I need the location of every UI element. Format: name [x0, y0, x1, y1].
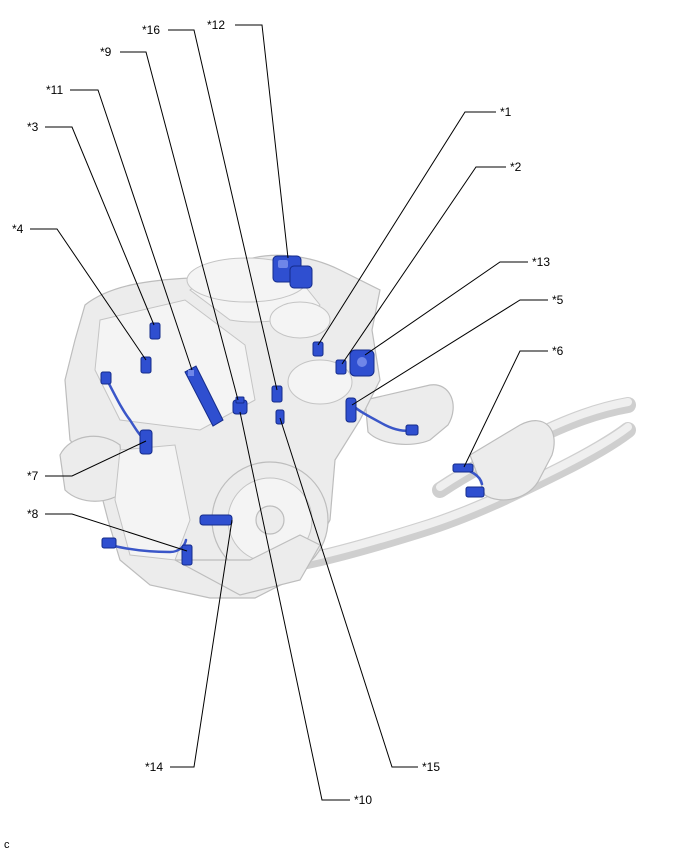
- component-5: [345, 397, 419, 436]
- component-4: [140, 356, 152, 374]
- callout-label-6: *6: [552, 344, 564, 358]
- leader-12: [235, 24, 289, 259]
- component-15: [275, 409, 285, 425]
- callout-labels: *1 *2 *3 *4 *5 *6 *7 *8 *9 *10 *11 *12 *…: [12, 18, 564, 807]
- component-14: [199, 514, 233, 526]
- callout-label-3: *3: [27, 120, 39, 134]
- component-11: [184, 365, 224, 427]
- callout-label-1: *1: [500, 105, 512, 119]
- leader-15: [279, 417, 418, 768]
- leader-16: [168, 29, 278, 391]
- leader-2: [341, 166, 506, 365]
- callout-label-12: *12: [207, 18, 225, 32]
- leader-lines: [30, 24, 548, 801]
- leader-11: [70, 89, 193, 371]
- component-12: [272, 255, 313, 289]
- component-7: [100, 371, 153, 455]
- leader-8: [45, 513, 188, 552]
- callout-label-13: *13: [532, 255, 550, 269]
- leader-4: [30, 228, 147, 361]
- leader-1: [317, 111, 496, 346]
- engine-assembly-illustration: [59, 254, 636, 599]
- leader-10: [239, 411, 350, 801]
- callout-label-16: *16: [142, 23, 160, 37]
- callout-label-14: *14: [145, 760, 163, 774]
- callout-label-2: *2: [510, 160, 522, 174]
- callout-label-4: *4: [12, 222, 24, 236]
- leader-3: [45, 126, 155, 326]
- callout-label-9: *9: [100, 45, 112, 59]
- component-6: [452, 463, 485, 498]
- callout-label-11: *11: [46, 83, 63, 97]
- leader-9: [120, 51, 239, 401]
- callout-label-8: *8: [27, 507, 39, 521]
- leader-14: [170, 519, 233, 768]
- component-1: [312, 341, 324, 357]
- component-16: [271, 385, 283, 403]
- leader-13: [364, 261, 528, 356]
- callout-label-10: *10: [354, 793, 372, 807]
- leader-7: [45, 440, 147, 477]
- callout-label-15: *15: [422, 760, 440, 774]
- leader-5: [351, 299, 548, 406]
- component-3: [149, 322, 161, 340]
- component-13: [349, 349, 375, 377]
- callout-label-7: *7: [27, 469, 39, 483]
- figure-code: C: [4, 839, 10, 851]
- component-2: [335, 359, 347, 375]
- leader-6: [463, 350, 548, 468]
- callout-label-5: *5: [552, 293, 564, 307]
- highlighted-components: [100, 255, 485, 566]
